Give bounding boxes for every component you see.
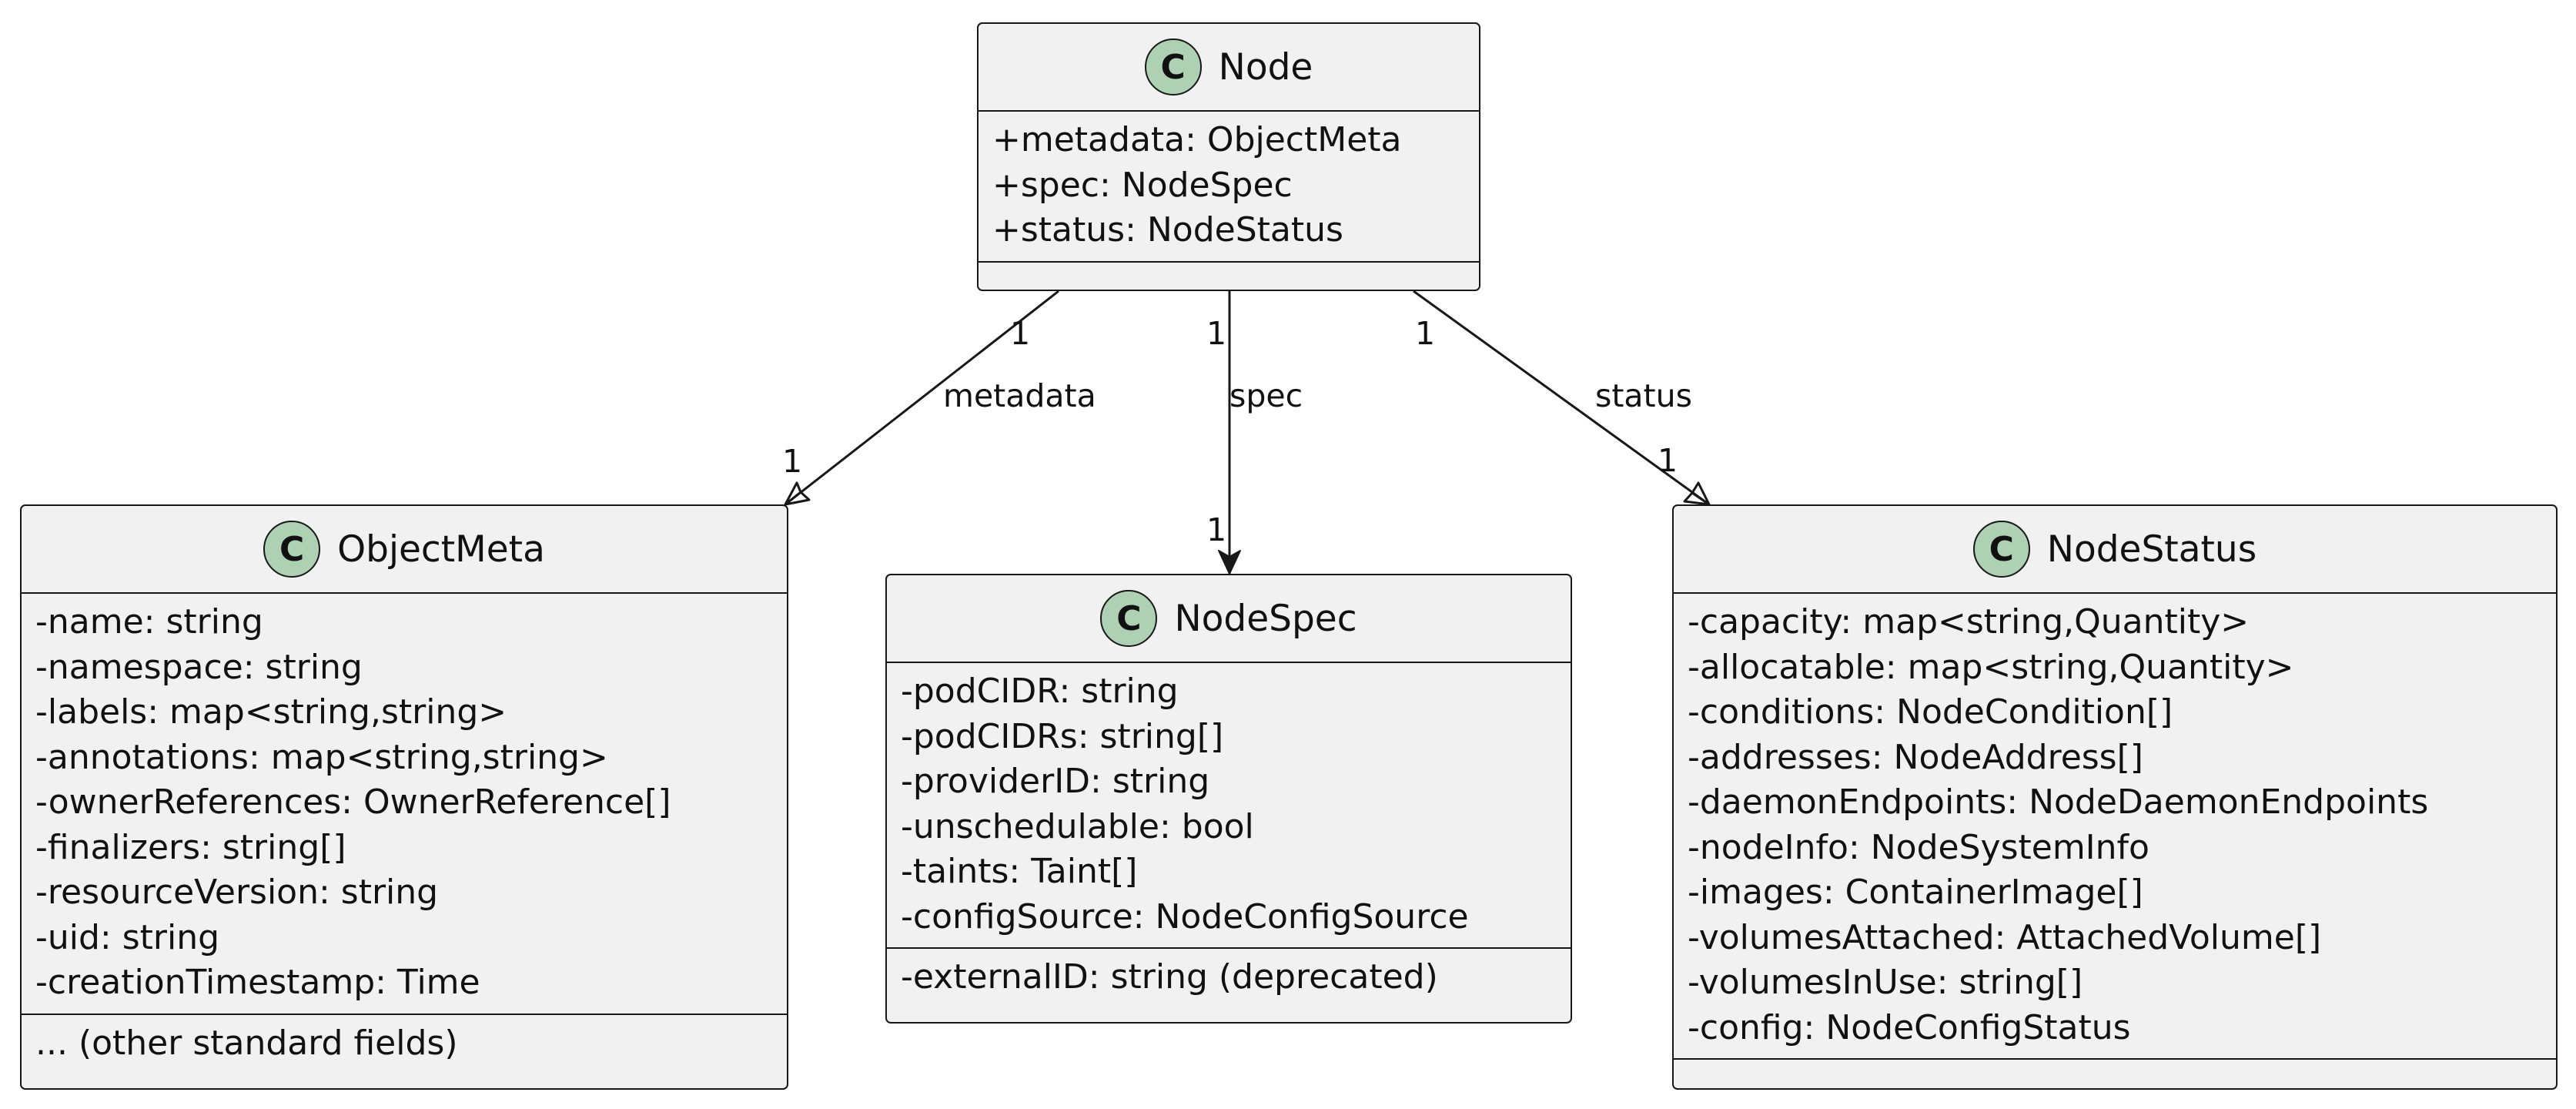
class-stereotype-icon: C bbox=[1144, 39, 1202, 95]
class-field: -unschedulable: bool bbox=[901, 806, 1254, 846]
relation-metadata-arrowhead bbox=[784, 481, 811, 506]
class-field: -finalizers: string[] bbox=[35, 827, 346, 867]
class-field: -podCIDRs: string[] bbox=[901, 716, 1224, 756]
relation-metadata-target-multiplicity: 1 bbox=[782, 443, 802, 480]
class-field: -labels: map<string,string> bbox=[35, 692, 507, 732]
class-field: +metadata: ObjectMeta bbox=[992, 120, 1402, 159]
class-object-meta-name: ObjectMeta bbox=[337, 528, 545, 571]
class-field: -allocatable: map<string,Quantity> bbox=[1688, 647, 2294, 687]
relation-metadata-line bbox=[785, 290, 1059, 506]
relation-status-arrowhead bbox=[1683, 481, 1711, 506]
class-node-header: C Node bbox=[979, 24, 1479, 112]
class-field: -ownerReferences: OwnerReference[] bbox=[35, 782, 671, 822]
class-field: -taints: Taint[] bbox=[901, 852, 1138, 891]
class-node-status-name: NodeStatus bbox=[2046, 528, 2257, 571]
class-field: -images: ContainerImage[] bbox=[1688, 873, 2143, 912]
class-field: -namespace: string bbox=[35, 647, 363, 687]
class-stereotype-icon: C bbox=[263, 521, 321, 578]
class-stereotype-icon: C bbox=[1100, 590, 1158, 647]
class-field: -nodeInfo: NodeSystemInfo bbox=[1688, 827, 2149, 867]
relation-metadata-source-multiplicity: 1 bbox=[1010, 315, 1030, 352]
class-node-status-header: C NodeStatus bbox=[1674, 506, 2556, 594]
class-field: -config: NodeConfigStatus bbox=[1688, 1007, 2131, 1047]
class-field: -name: string bbox=[35, 602, 263, 642]
class-node-spec-extra: -externalID: string (deprecated) bbox=[887, 947, 1571, 1008]
class-field: -uid: string bbox=[35, 917, 220, 957]
class-object-meta-header: C ObjectMeta bbox=[22, 506, 787, 594]
class-node-fields: +metadata: ObjectMeta +spec: NodeSpec +s… bbox=[979, 112, 1479, 261]
class-field: -capacity: map<string,Quantity> bbox=[1688, 602, 2250, 642]
class-node-methods bbox=[979, 260, 1479, 286]
class-node-spec-name: NodeSpec bbox=[1174, 597, 1357, 640]
class-field: -podCIDR: string bbox=[901, 672, 1179, 711]
class-node-name: Node bbox=[1218, 45, 1313, 89]
class-field: -daemonEndpoints: NodeDaemonEndpoints bbox=[1688, 782, 2429, 822]
class-field: -providerID: string bbox=[901, 762, 1210, 801]
class-object-meta: C ObjectMeta -name: string -namespace: s… bbox=[20, 504, 788, 1090]
relation-spec-arrowhead bbox=[1218, 550, 1241, 575]
class-node-spec-header: C NodeSpec bbox=[887, 575, 1571, 663]
relation-status-label: status bbox=[1595, 377, 1692, 414]
class-node-status-fields: -capacity: map<string,Quantity> -allocat… bbox=[1674, 594, 2556, 1058]
relation-spec-target-multiplicity: 1 bbox=[1206, 511, 1226, 548]
class-field: ... (other standard fields) bbox=[35, 1023, 458, 1063]
class-node-spec: C NodeSpec -podCIDR: string -podCIDRs: s… bbox=[885, 574, 1572, 1024]
class-field: -volumesAttached: AttachedVolume[] bbox=[1688, 917, 2322, 957]
class-field: +spec: NodeSpec bbox=[992, 165, 1293, 205]
class-field: -volumesInUse: string[] bbox=[1688, 963, 2083, 1002]
relation-spec-source-multiplicity: 1 bbox=[1206, 315, 1226, 352]
class-node: C Node +metadata: ObjectMeta +spec: Node… bbox=[977, 22, 1480, 291]
class-field: -creationTimestamp: Time bbox=[35, 963, 480, 1002]
class-field: -addresses: NodeAddress[] bbox=[1688, 737, 2143, 777]
class-field: -externalID: string (deprecated) bbox=[901, 957, 1438, 997]
class-field: -annotations: map<string,string> bbox=[35, 737, 608, 777]
class-node-status: C NodeStatus -capacity: map<string,Quant… bbox=[1672, 504, 2558, 1090]
class-field: +status: NodeStatus bbox=[992, 210, 1343, 250]
class-object-meta-extra: ... (other standard fields) bbox=[22, 1013, 787, 1074]
class-field: -resourceVersion: string bbox=[35, 873, 439, 912]
class-node-status-methods bbox=[1674, 1058, 2556, 1083]
class-object-meta-fields: -name: string -namespace: string -labels… bbox=[22, 594, 787, 1014]
relation-spec-label: spec bbox=[1229, 377, 1303, 414]
relation-status-line bbox=[1413, 290, 1710, 506]
relation-status: 1 status 1 bbox=[1413, 290, 1711, 506]
relation-status-target-multiplicity: 1 bbox=[1658, 442, 1678, 479]
class-field: -configSource: NodeConfigSource bbox=[901, 896, 1469, 936]
relation-spec: 1 spec 1 bbox=[1206, 291, 1303, 575]
class-field: -conditions: NodeCondition[] bbox=[1688, 692, 2173, 732]
class-node-spec-fields: -podCIDR: string -podCIDRs: string[] -pr… bbox=[887, 663, 1571, 947]
relation-status-source-multiplicity: 1 bbox=[1415, 315, 1435, 352]
class-stereotype-icon: C bbox=[1972, 521, 2030, 578]
relation-metadata: 1 metadata 1 bbox=[782, 290, 1096, 506]
relation-metadata-label: metadata bbox=[943, 377, 1096, 414]
